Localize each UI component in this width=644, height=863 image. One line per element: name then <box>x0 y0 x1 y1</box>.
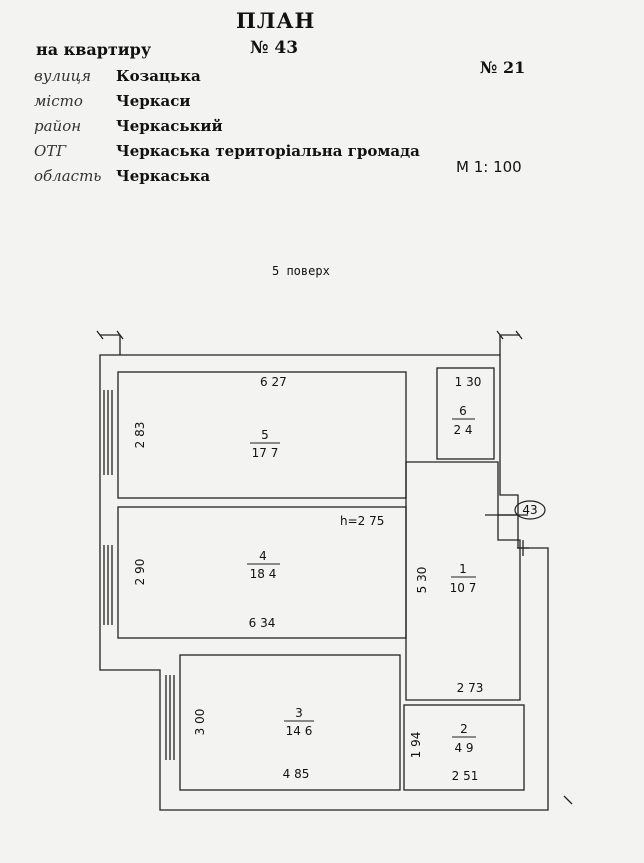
room-1-dimension: 5 30 <box>415 567 429 594</box>
address-value-city: Черкаси <box>116 92 191 110</box>
room-3-height: 3 00 <box>193 709 207 736</box>
for-apartment-label: на квартиру <box>36 40 152 59</box>
room-4-area: 18 4 <box>250 567 277 581</box>
room-1-outline <box>405 461 521 701</box>
room-2-height: 1 94 <box>409 732 423 759</box>
plan-title: ПЛАН <box>236 8 316 33</box>
address-label-city: місто <box>34 92 83 110</box>
corner-ticks <box>96 330 573 805</box>
window-room-4 <box>103 545 113 625</box>
address-label-community: ОТГ <box>34 142 67 160</box>
room-4-height: 2 90 <box>133 559 147 586</box>
room-4-width: 6 34 <box>249 616 276 630</box>
room-2-number: 2 <box>460 722 468 736</box>
address-value-community: Черкаська територіальна громада <box>116 142 420 160</box>
room-3-number: 3 <box>295 706 303 720</box>
address-label-district: район <box>34 117 82 135</box>
room-5-outline <box>117 371 407 499</box>
room-1-area: 10 7 <box>450 581 477 595</box>
room-6-width: 1 30 <box>455 375 482 389</box>
scale-label: М 1: 100 <box>456 158 522 176</box>
room-5-area: 17 7 <box>252 446 279 460</box>
room-2-width: 2 51 <box>452 769 479 783</box>
address-label-street: вулиця <box>34 67 92 85</box>
window-room-5 <box>103 390 113 475</box>
room-2-outline <box>403 704 525 791</box>
room-3-area: 14 6 <box>286 724 313 738</box>
address-value-district: Черкаський <box>116 117 223 135</box>
room-2-top-dimension: 2 73 <box>457 681 484 695</box>
address-label-region: область <box>34 167 102 185</box>
room-3-outline <box>179 654 401 791</box>
room-6-outline <box>436 367 495 460</box>
room-2-area: 4 9 <box>454 741 473 755</box>
address-value-region: Черкаська <box>116 167 211 185</box>
address-value-street: Козацька <box>116 67 201 85</box>
ceiling-height: h=2 75 <box>340 514 384 528</box>
inner-wall-offset <box>100 334 520 355</box>
floor-label: 5 поверх <box>272 264 330 278</box>
room-6-area: 2 4 <box>453 423 472 437</box>
apartment-callout: 43 <box>522 503 537 517</box>
room-5-number: 5 <box>261 428 269 442</box>
entry-door-mark <box>498 514 529 556</box>
room-5-width: 6 27 <box>260 375 287 389</box>
apartment-number: № 43 <box>250 38 299 58</box>
room-5-height: 2 83 <box>133 422 147 449</box>
room-1-number: 1 <box>459 562 467 576</box>
room-4-number: 4 <box>259 549 267 563</box>
building-number: № 21 <box>480 58 526 77</box>
apartment-callout-circle <box>514 500 546 520</box>
room-6-number: 6 <box>459 404 467 418</box>
outer-wall <box>99 354 549 811</box>
room-3-width: 4 85 <box>283 767 310 781</box>
window-room-3 <box>165 675 175 760</box>
